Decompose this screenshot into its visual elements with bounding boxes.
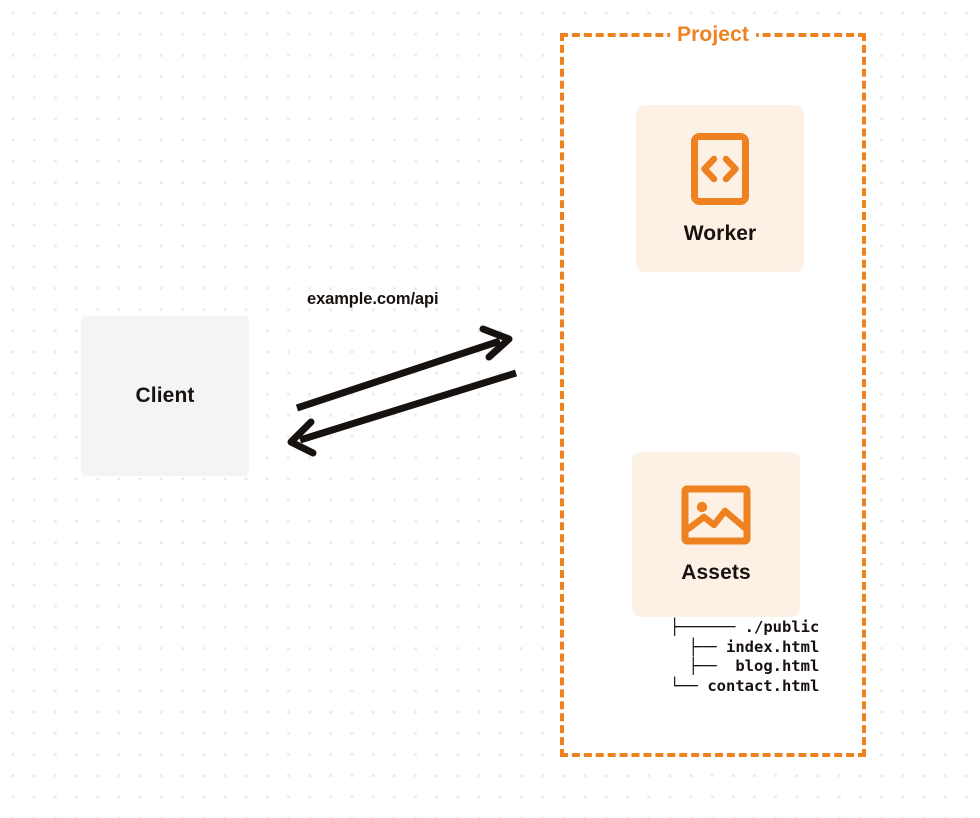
code-brackets-icon xyxy=(690,132,750,211)
project-container: Project Worker Assets xyxy=(560,23,866,757)
assets-file-tree: ├────── ./public ├── index.html ├── blog… xyxy=(614,618,819,696)
image-picture-icon xyxy=(681,485,751,550)
connection-label: example.com/api xyxy=(307,290,439,308)
file-tree-line-contact: └── contact.html xyxy=(614,676,820,695)
node-worker[interactable]: Worker xyxy=(636,105,804,272)
node-client-label: Client xyxy=(135,384,195,407)
arrow-right-icon xyxy=(295,325,513,412)
file-tree-line-index: ├── index.html xyxy=(632,637,820,656)
node-worker-label: Worker xyxy=(683,221,757,245)
project-title: Project xyxy=(670,23,756,47)
file-tree-line-root: ├────── ./public xyxy=(670,618,820,636)
file-tree-line-blog: ├── blog.html xyxy=(632,657,820,675)
node-assets[interactable]: Assets xyxy=(632,452,800,617)
node-client[interactable]: Client xyxy=(81,316,249,476)
node-assets-label: Assets xyxy=(681,560,751,584)
arrow-left-icon xyxy=(287,369,518,457)
